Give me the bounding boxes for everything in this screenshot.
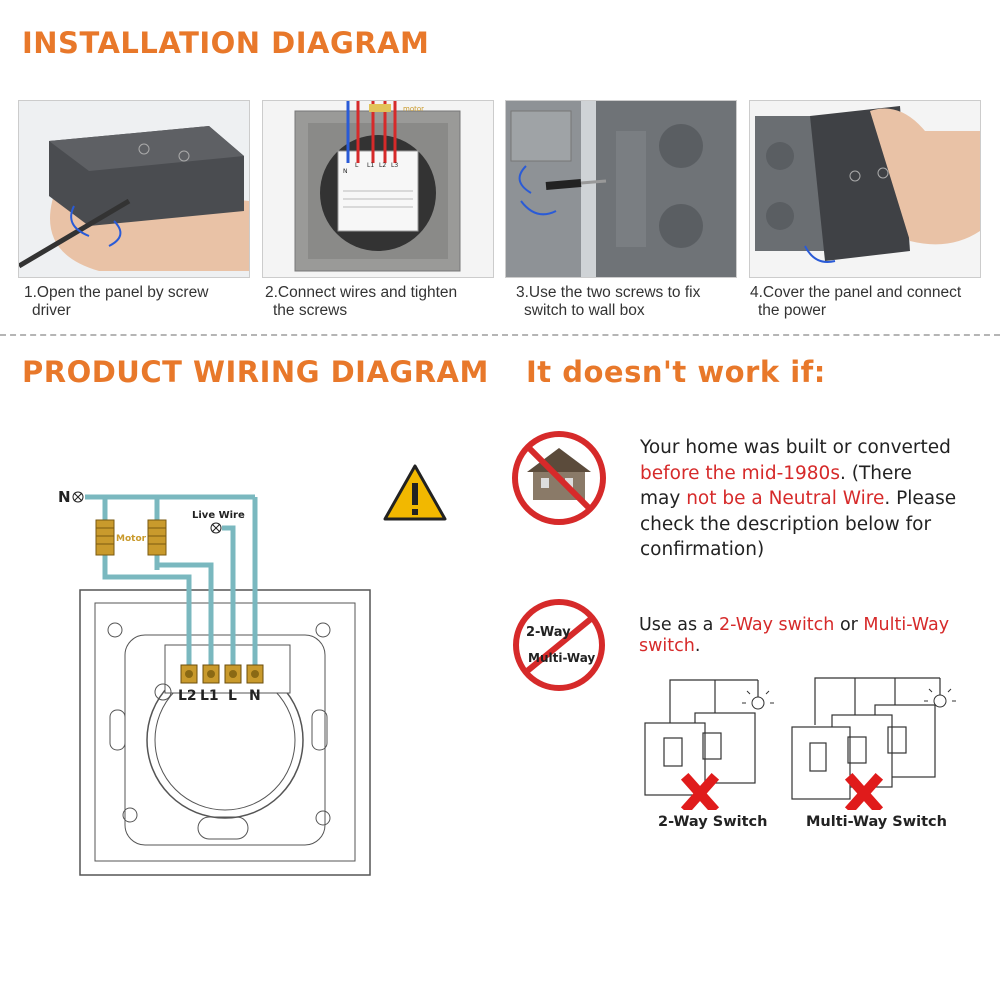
svg-text:Multi-Way: Multi-Way: [528, 651, 595, 665]
installation-title: INSTALLATION DIAGRAM: [22, 26, 430, 60]
multi-way-switch-illustration: [791, 677, 956, 810]
no-multiway-icon: 2-Way Multi-Way: [513, 599, 605, 691]
svg-text:N: N: [343, 168, 348, 175]
warning-icon: [383, 464, 447, 521]
terminal-n: N: [249, 688, 261, 704]
step2-motor-label: motor: [403, 105, 424, 113]
two-way-switch-label: 2-Way Switch: [658, 814, 768, 830]
wiring-title: PRODUCT WIRING DIAGRAM: [22, 355, 489, 389]
step2-image: motor N L L1 L2 L3: [262, 100, 494, 278]
two-way-switch-illustration: [644, 679, 774, 810]
no-neutral-note: Your home was built or converted before …: [640, 437, 957, 560]
wiring-diagram: Motor N Live Wire L2 L1 L N: [58, 488, 371, 876]
step4-image: [749, 100, 981, 278]
terminal-l1: L1: [200, 688, 219, 704]
terminal-l2: L2: [178, 688, 197, 704]
svg-text:L3: L3: [391, 162, 398, 169]
live-wire-label: Live Wire: [192, 510, 245, 521]
svg-text:L: L: [355, 162, 359, 169]
multi-way-switch-label: Multi-Way Switch: [806, 814, 947, 830]
section-divider: [0, 334, 1000, 336]
svg-text:L1: L1: [367, 162, 374, 169]
terminal-l: L: [228, 688, 237, 704]
not-work-title: It doesn't work if:: [526, 355, 826, 389]
svg-text:L2: L2: [379, 162, 386, 169]
motor-label: Motor: [116, 534, 147, 544]
multiway-note: Use as a 2-Way switch or Multi-Way switc…: [639, 615, 950, 656]
svg-text:2-Way: 2-Way: [526, 625, 571, 640]
step3-image: [505, 100, 737, 278]
neutral-label: N: [58, 488, 71, 506]
no-old-house-icon: [512, 431, 606, 525]
step1-image: [18, 100, 250, 278]
